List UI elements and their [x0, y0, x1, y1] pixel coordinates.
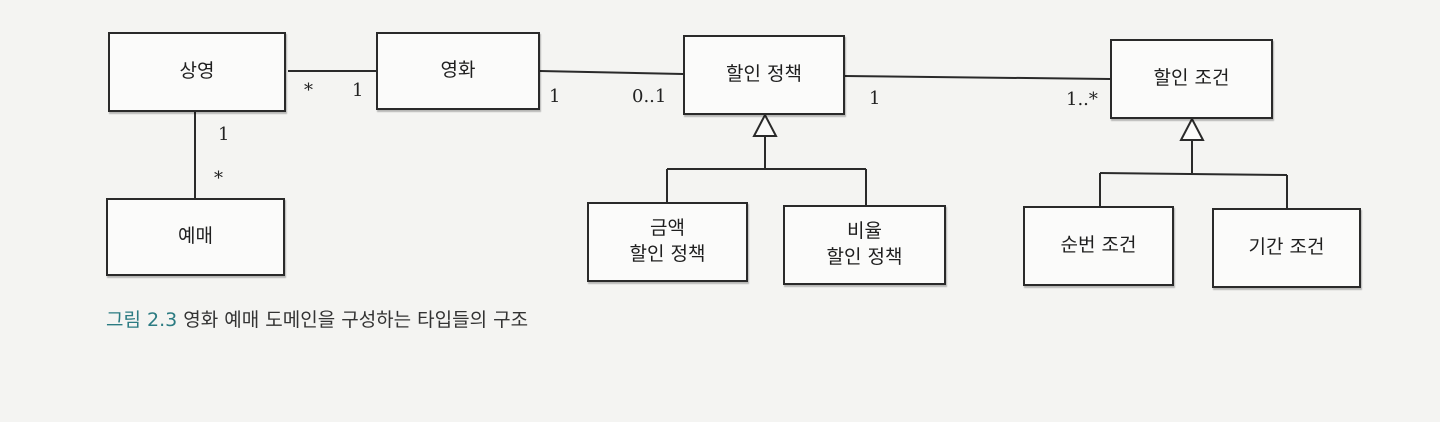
multiplicity-policy-zero-one: 0..1: [632, 86, 667, 107]
multiplicity-policy-condition-one: 1: [869, 88, 881, 109]
class-sequence-condition: 순번 조건: [1023, 206, 1174, 286]
generalization-arrow-policy: [752, 112, 778, 137]
multiplicity-movie-one: 1: [352, 80, 364, 101]
multiplicity-screening-movie-star: *: [304, 80, 313, 101]
multiplicity-movie-policy-one: 1: [549, 86, 561, 107]
generalization-bar-condition: [1099, 172, 1288, 176]
multiplicity-reservation-star: *: [214, 168, 223, 189]
class-percent-discount-policy: 비율 할인 정책: [783, 205, 946, 285]
association-policy-condition: [844, 75, 1111, 80]
figure-caption: 그림 2.3 영화 예매 도메인을 구성하는 타입들의 구조: [106, 305, 528, 332]
class-discount-condition: 할인 조건: [1110, 39, 1273, 119]
multiplicity-screening-reservation-one: 1: [218, 124, 230, 145]
association-movie-policy: [539, 70, 684, 75]
generalization-arrow-condition: [1179, 116, 1205, 141]
class-amount-discount-policy: 금액 할인 정책: [587, 202, 748, 282]
class-screening: 상영: [108, 32, 286, 112]
class-reservation: 예매: [106, 198, 285, 276]
figure-number: 그림 2.3: [106, 309, 178, 331]
multiplicity-condition-one-many: 1..*: [1066, 89, 1098, 110]
class-discount-policy: 할인 정책: [683, 35, 845, 115]
class-period-condition: 기간 조건: [1212, 208, 1361, 288]
figure-caption-text: 영화 예매 도메인을 구성하는 타입들의 구조: [183, 309, 529, 331]
class-movie: 영화: [376, 32, 540, 110]
